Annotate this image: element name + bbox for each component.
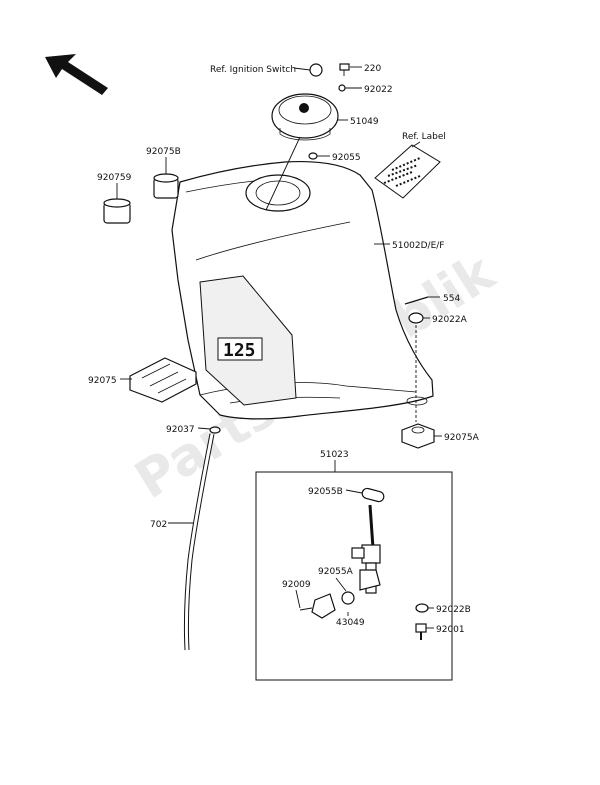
label-92055b: 92055B: [308, 487, 343, 497]
hose-clamp: [209, 426, 221, 434]
label-554: 554: [443, 294, 460, 304]
o-ring: [308, 152, 318, 160]
fuel-tank: 125: [171, 160, 434, 420]
fuel-cock-box: [255, 471, 453, 681]
label-ref-label: Ref. Label: [402, 132, 446, 142]
label-92055: 92055: [332, 153, 361, 163]
label-51049: 51049: [350, 117, 379, 127]
label-92075b: 92075B: [146, 147, 181, 157]
fuel-cock: [299, 504, 381, 619]
label-ref-ignition-switch: Ref. Ignition Switch: [210, 65, 296, 75]
ignition-key-lock: [309, 63, 350, 92]
gasket-b: [361, 487, 385, 503]
rear-rubber-mount: [401, 423, 435, 449]
label-92022b: 92022B: [436, 605, 471, 615]
front-rubber-mount: [129, 357, 197, 403]
fuel-hose: [183, 433, 215, 651]
label-92009: 92009: [282, 580, 311, 590]
rubber-cushion-b: [153, 173, 179, 199]
fuel-cap: [265, 93, 339, 211]
ref-label-sticker: [374, 144, 441, 199]
label-920759: 920759: [97, 173, 132, 183]
washer-b: [415, 603, 429, 613]
label-92055a: 92055A: [318, 567, 354, 577]
label-51002: 51002D/E/F: [392, 241, 445, 251]
label-92022: 92022: [364, 85, 393, 95]
label-51023: 51023: [320, 450, 349, 460]
front-direction-arrow-icon: [45, 54, 108, 95]
label-92022a: 92022A: [432, 315, 468, 325]
rubber-cushion: [103, 198, 131, 224]
label-92075: 92075: [88, 376, 117, 386]
bolt: [415, 623, 427, 640]
label-92037: 92037: [166, 425, 195, 435]
clip: [404, 296, 429, 305]
label-92001: 92001: [436, 625, 465, 635]
label-43049: 43049: [336, 618, 365, 628]
label-92075a: 92075A: [444, 433, 480, 443]
washer-a: [408, 312, 424, 324]
model-badge: 125: [223, 340, 256, 361]
label-220: 220: [364, 64, 381, 74]
label-702: 702: [150, 520, 167, 530]
